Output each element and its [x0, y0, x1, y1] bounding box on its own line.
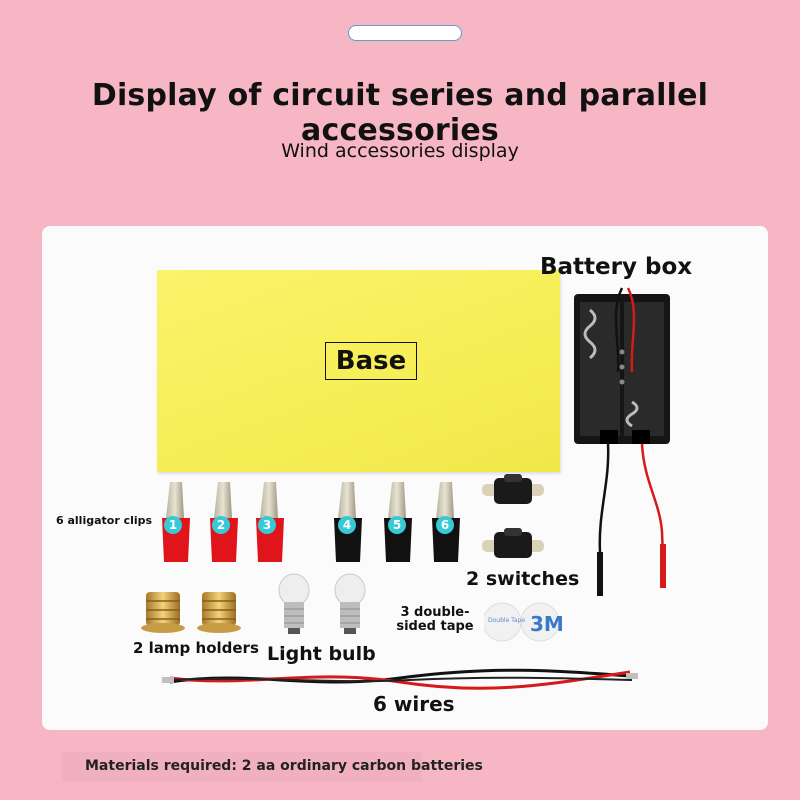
clip-number-badge: 6	[436, 516, 454, 534]
double-sided-tape-image	[484, 602, 560, 642]
lamp-holders-image	[141, 592, 241, 633]
footer-materials-text: Materials required: 2 aa ordinary carbon…	[85, 758, 483, 774]
light-bulbs-image	[278, 573, 366, 634]
page-subtitle: Wind accessories display	[281, 140, 519, 162]
clip-number-badge: 3	[258, 516, 276, 534]
clip-number-badge: 4	[338, 516, 356, 534]
wires-label: 6 wires	[373, 692, 455, 716]
lamp-holders-label: 2 lamp holders	[133, 639, 259, 657]
base-label: Base	[325, 342, 417, 380]
switches-label: 2 switches	[466, 568, 580, 590]
alligator-clips-label: 6 alligator clips	[56, 514, 153, 527]
clip-number-badge: 5	[388, 516, 406, 534]
clip-number-badge: 1	[164, 516, 182, 534]
clip-number-badge: 2	[212, 516, 230, 534]
base-board-image	[157, 270, 560, 472]
tape-brand-print: 3M	[530, 612, 564, 636]
light-bulb-label: Light bulb	[267, 643, 376, 665]
wires-image	[162, 668, 638, 690]
tape-print-text: Double Tape	[488, 617, 526, 624]
page-title: Display of circuit series and parallel a…	[91, 78, 709, 148]
alligator-clips-image	[162, 482, 460, 562]
battery-box-image	[574, 287, 670, 596]
footer-banner	[62, 752, 422, 782]
tape-label: 3 double-sided tape	[396, 605, 474, 634]
switches-image	[482, 474, 544, 558]
top-pill-decoration	[348, 25, 462, 41]
battery-box-label: Battery box	[540, 254, 693, 280]
